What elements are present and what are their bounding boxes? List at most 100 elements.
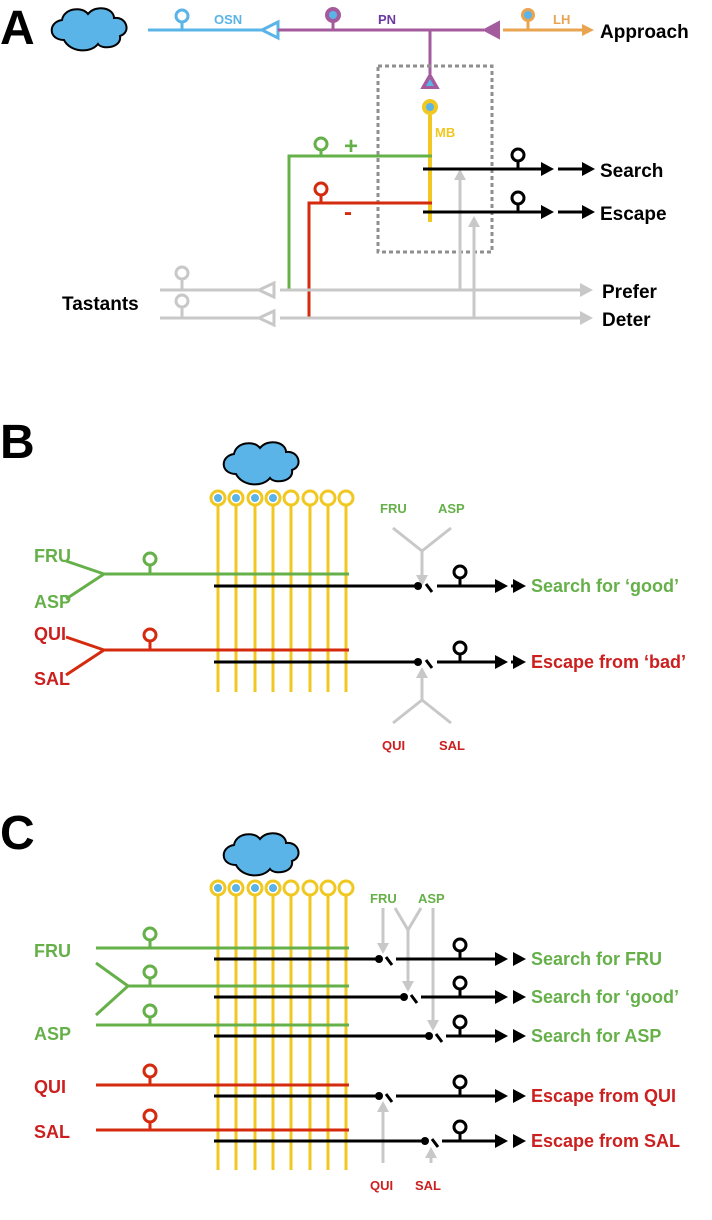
osn-terminal <box>258 19 280 41</box>
fru-input-b <box>65 559 105 576</box>
kenyon-cell-active-b <box>269 494 277 502</box>
bad-output-arrow-b <box>513 655 526 669</box>
mb-label: MB <box>435 125 455 140</box>
asp-gate-label-c: ASP <box>418 891 445 906</box>
asp-gate-branch-b <box>421 526 452 553</box>
sal-label-c: SAL <box>34 1122 70 1142</box>
search-label: Search <box>600 161 663 182</box>
fru-label-b: FRU <box>34 546 71 566</box>
odor-cloud-icon <box>222 441 300 486</box>
panel-a: A OSN PN LH Approach MB <box>0 2 689 331</box>
lh-soma-core <box>524 11 532 19</box>
qui-soma-c <box>142 1063 158 1079</box>
asp-label-b: ASP <box>34 592 71 612</box>
fru-gate-label-c: FRU <box>370 891 397 906</box>
asp-label-c: ASP <box>34 1024 71 1044</box>
kenyon-cell-soma-b <box>337 489 355 507</box>
escape-label: Escape <box>600 204 667 225</box>
bad-soma-b <box>142 627 158 643</box>
gsn-prefer-soma <box>174 265 190 281</box>
bad-switch-node-b <box>414 658 422 666</box>
sal-gate-arrow-c <box>425 1147 437 1158</box>
mb-dashed-box <box>376 64 494 254</box>
qui-label-c: QUI <box>34 1077 66 1097</box>
kenyon-cell-soma-c <box>319 879 337 897</box>
asp-soma-c <box>142 1003 158 1019</box>
kenyon-cell-active-c <box>269 884 277 892</box>
fru-gate-branch-b <box>392 526 423 553</box>
kenyon-cell-soma-b <box>319 489 337 507</box>
escape-qui-label-c: Escape from QUI <box>531 1086 676 1106</box>
fru-branch-c <box>95 961 129 988</box>
sal-soma-c <box>142 1108 158 1124</box>
tastants-label: Tastants <box>62 294 139 315</box>
deter-to-escape-arrow <box>468 216 480 227</box>
kenyon-cell-soma-b <box>282 489 300 507</box>
asp-branch-c <box>94 984 130 1017</box>
search-fru-label-c: Search for FRU <box>531 949 662 969</box>
pn-mb-terminal-core <box>426 79 434 86</box>
kenyon-cell-active-b <box>251 494 259 502</box>
bad-mbon-arrow-b <box>495 655 508 669</box>
deter-label: Deter <box>602 310 651 331</box>
escape-mbon-arrow <box>541 205 554 219</box>
escape-bad-label-b: Escape from ‘bad’ <box>531 652 686 672</box>
good-switch-b <box>424 583 434 593</box>
qui-input-b <box>65 635 105 652</box>
fru-gate-label-b: FRU <box>380 501 407 516</box>
punishment-soma <box>313 181 329 197</box>
gsn-deter-soma <box>174 293 190 309</box>
prefer-label: Prefer <box>602 282 658 303</box>
deter-arrow <box>580 311 593 325</box>
gsn-deter-terminal <box>255 308 276 328</box>
kenyon-cell-soma-c <box>282 879 300 897</box>
osn-label: OSN <box>214 12 242 27</box>
search-output-arrow <box>582 162 595 176</box>
sal-gate-branch-b <box>421 698 452 725</box>
qui-gate-label-c: QUI <box>370 1178 393 1193</box>
kenyon-cell-soma-b <box>301 489 319 507</box>
odor-cloud-icon <box>50 7 128 52</box>
panel-b-letter: B <box>0 416 35 469</box>
search-asp-label-c: Search for ASP <box>531 1026 661 1046</box>
search-good-label-c: Search for ‘good’ <box>531 987 679 1007</box>
good-gate-arrow-c <box>402 981 414 992</box>
qui-gate-branch-b <box>392 698 423 725</box>
panel-b: B <box>0 416 686 753</box>
mbon-row-asp-c <box>214 1014 526 1043</box>
kenyon-cell-soma-c <box>301 879 319 897</box>
good-output-arrow-b <box>513 579 526 593</box>
minus-sign: - <box>344 199 352 226</box>
asp-gate-label-b: ASP <box>438 501 465 516</box>
qui-label-b: QUI <box>34 624 66 644</box>
escape-mbon-soma <box>510 190 526 206</box>
asp-input-b <box>65 572 105 601</box>
qui-gate-arrow-c <box>377 1101 389 1112</box>
search-mbon-arrow <box>541 162 554 176</box>
sal-label-b: SAL <box>34 669 70 689</box>
mbon-row-qui-c <box>214 1074 526 1103</box>
mbon-row-fru-c <box>214 937 526 966</box>
panel-c: C <box>0 807 680 1193</box>
sal-gate-label-b: SAL <box>439 738 465 753</box>
kenyon-cell-active-b <box>214 494 222 502</box>
fru-soma-c <box>142 926 158 942</box>
asp-gate-arrow-c <box>427 1020 439 1031</box>
good-mbon-arrow-b <box>495 579 508 593</box>
good-mbon-soma-b <box>452 564 468 580</box>
kenyon-cell-active-c <box>214 884 222 892</box>
panel-a-letter: A <box>0 2 35 55</box>
reward-soma <box>313 136 329 152</box>
mbon-row-sal-c <box>214 1119 526 1148</box>
punishment-pathway <box>307 201 432 318</box>
kenyon-cell-active-b <box>232 494 240 502</box>
osn-soma <box>174 8 190 24</box>
approach-label: Approach <box>600 22 689 43</box>
prefer-to-search-arrow <box>454 169 466 180</box>
bad-gate-arrow-b <box>416 667 428 678</box>
bad-mbon-soma-b <box>452 640 468 656</box>
good-soma-b <box>142 551 158 567</box>
kenyon-cell-active-c <box>232 884 240 892</box>
plus-sign: + <box>344 133 358 160</box>
escape-output-arrow <box>582 205 595 219</box>
